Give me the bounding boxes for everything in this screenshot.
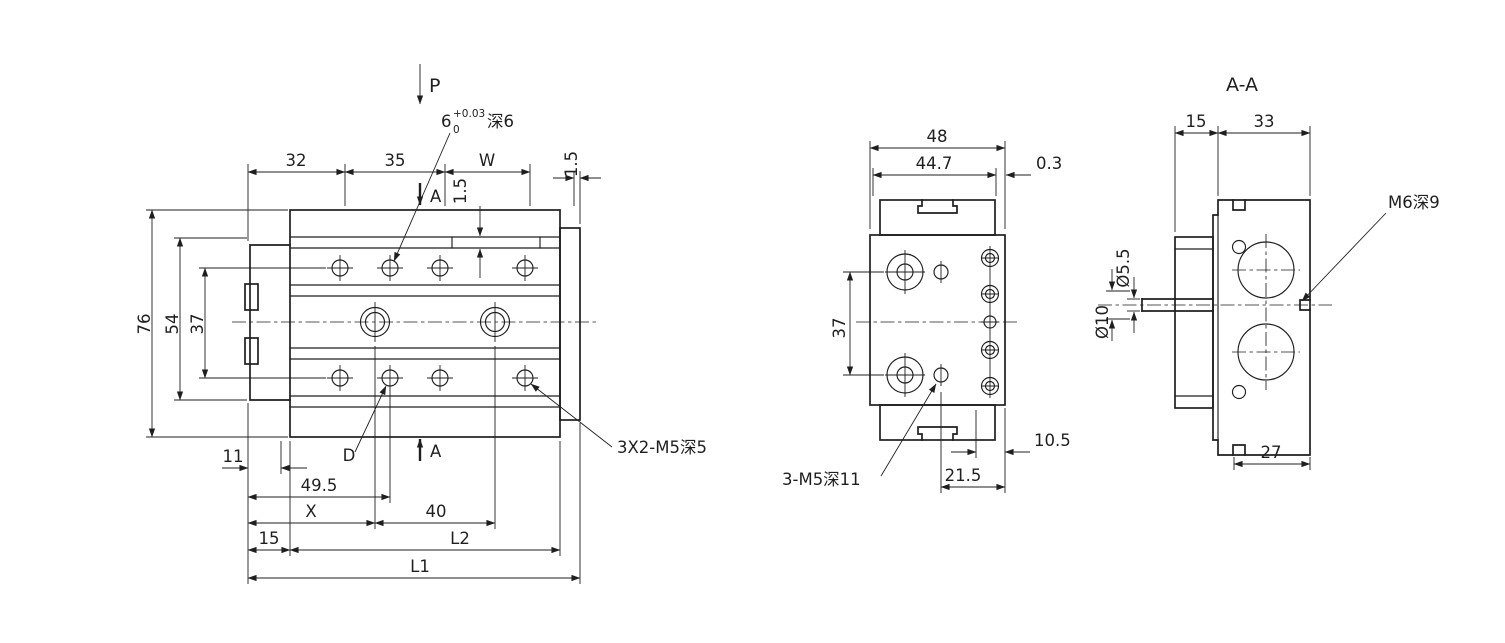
dim-label-dia-10: Ø10 bbox=[1093, 305, 1112, 339]
dim-label-33: 33 bbox=[1254, 112, 1275, 131]
thread-note-3-m5: 3-M5深11 bbox=[782, 470, 861, 489]
end-view-dimensions bbox=[843, 141, 1031, 493]
depth-note-base: 6 bbox=[441, 112, 452, 131]
dim-label-37: 37 bbox=[188, 314, 207, 335]
dim-label-0-3: 0.3 bbox=[1036, 154, 1062, 173]
section-view: A-A 15 33 M6深9 Ø5.5 Ø10 27 bbox=[1093, 74, 1440, 470]
dim-label-37-end: 37 bbox=[830, 318, 849, 339]
dim-label-48: 48 bbox=[927, 127, 948, 146]
thread-note-3x2-m5: 3X2-M5深5 bbox=[617, 438, 707, 457]
front-view-dimensions bbox=[146, 64, 613, 584]
dim-label-44-7: 44.7 bbox=[916, 154, 953, 173]
dim-label-d: D bbox=[343, 446, 356, 465]
dim-label-76: 76 bbox=[135, 314, 154, 335]
end-view: 48 44.7 0.3 37 10.5 21.5 3-M5深11 bbox=[782, 127, 1071, 493]
depth-note-lower-tolerance: 0 bbox=[453, 124, 460, 136]
thread-note-m6: M6深9 bbox=[1388, 193, 1440, 212]
front-view-crosshairs bbox=[327, 255, 538, 391]
section-view-outline bbox=[1141, 199, 1311, 456]
dim-label-x: X bbox=[305, 502, 316, 521]
dim-label-l1: L1 bbox=[410, 557, 430, 576]
section-label-a-bottom: A bbox=[430, 442, 442, 461]
depth-note-upper-tolerance: +0.03 bbox=[453, 108, 485, 120]
dim-label-l2: L2 bbox=[450, 529, 470, 548]
end-view-outline bbox=[869, 199, 1006, 441]
dim-label-32: 32 bbox=[286, 151, 307, 170]
dim-label-40: 40 bbox=[426, 502, 447, 521]
dim-label-21-5: 21.5 bbox=[945, 466, 982, 485]
dim-label-27: 27 bbox=[1261, 443, 1282, 462]
section-view-dimensions bbox=[1106, 126, 1387, 470]
dim-label-49-5: 49.5 bbox=[301, 476, 338, 495]
section-view-centerlines bbox=[1098, 234, 1332, 390]
section-view-title: A-A bbox=[1226, 74, 1258, 96]
dim-label-11: 11 bbox=[223, 447, 244, 466]
dim-label-54: 54 bbox=[163, 314, 182, 335]
dim-label-1-5-right: 1.5 bbox=[562, 151, 581, 177]
section-label-a-top: A bbox=[430, 187, 442, 206]
dim-label-35: 35 bbox=[385, 151, 406, 170]
dim-label-15-section: 15 bbox=[1186, 112, 1207, 131]
section-view-details bbox=[1174, 214, 1295, 441]
end-view-labels: 48 44.7 0.3 37 10.5 21.5 3-M5深11 bbox=[782, 127, 1071, 489]
dim-label-15: 15 bbox=[259, 529, 280, 548]
dim-label-w: W bbox=[479, 151, 495, 170]
front-view: P 6 +0.03 0 深6 32 35 W 1.5 1.5 A A 76 54… bbox=[135, 64, 707, 584]
section-view-labels: A-A 15 33 M6深9 Ø5.5 Ø10 27 bbox=[1093, 74, 1440, 462]
front-view-labels: P 6 +0.03 0 深6 32 35 W 1.5 1.5 A A 76 54… bbox=[135, 75, 707, 576]
dim-label-dia-5-5: Ø5.5 bbox=[1114, 248, 1133, 287]
dim-label-10-5: 10.5 bbox=[1034, 431, 1071, 450]
front-view-outline bbox=[244, 209, 581, 438]
depth-note-suffix: 深6 bbox=[487, 112, 514, 131]
dim-label-1-5-inner: 1.5 bbox=[451, 178, 470, 204]
load-direction-label: P bbox=[429, 75, 440, 97]
